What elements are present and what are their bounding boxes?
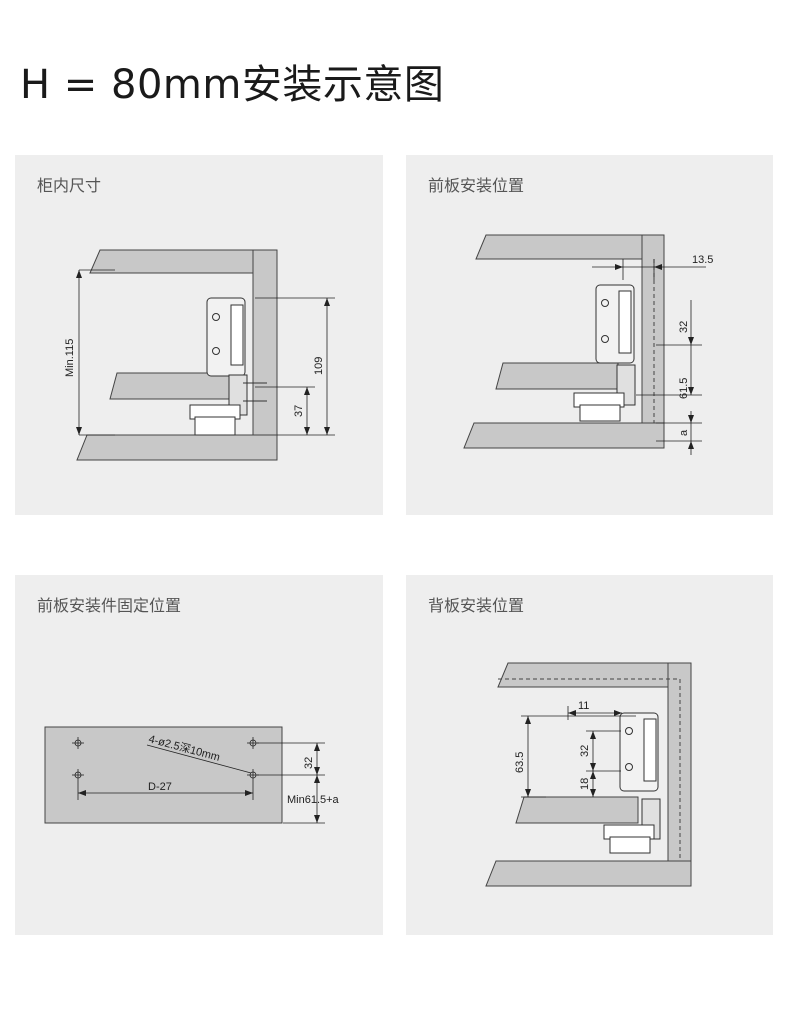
front-panel-board <box>44 726 283 824</box>
bottom-board <box>76 434 278 461</box>
panel-back-install-position: 背板安装位置 <box>406 575 773 935</box>
drawer-board <box>515 796 639 824</box>
panel-cabinet-inner-size: 柜内尺寸 <box>15 155 383 515</box>
dim-61-5: 61.5 <box>678 378 690 399</box>
panel-front-fixing-position: 前板安装件固定位置 4-ø2.5深10mm D-27 32 Min61.5+a <box>15 575 383 935</box>
dim-109: 109 <box>313 357 325 375</box>
top-board <box>475 234 665 260</box>
front-install-diagram: 13.5 32 61.5 a <box>463 234 713 455</box>
dim-37: 37 <box>293 405 305 417</box>
page-title: H = 80mm安装示意图 <box>20 62 445 108</box>
dim-d-27: D-27 <box>148 781 172 793</box>
dim-min-height: Min.115 <box>64 339 76 377</box>
panel-label: 前板安装位置 <box>428 176 525 195</box>
dim-11: 11 <box>578 700 589 712</box>
side-wall <box>252 249 278 461</box>
dim-63-5: 63.5 <box>514 752 526 773</box>
slide-hardware <box>573 284 636 422</box>
panel-label: 背板安装位置 <box>428 596 525 615</box>
top-board <box>89 249 278 274</box>
front-fixing-diagram: 4-ø2.5深10mm D-27 32 Min61.5+a <box>44 726 340 824</box>
top-board <box>497 662 692 688</box>
drawer-board <box>109 372 231 400</box>
bottom-board <box>485 860 692 887</box>
dim-a: a <box>678 429 690 436</box>
dim-13-5: 13.5 <box>692 254 713 266</box>
panel-front-install-position: 前板安装位置 <box>406 155 773 515</box>
dim-18: 18 <box>579 778 591 790</box>
dim-32: 32 <box>579 745 591 757</box>
cabinet-inner-size-diagram: Min.115 109 37 <box>64 249 335 461</box>
slide-hardware <box>189 297 267 436</box>
panel-label: 柜内尺寸 <box>37 176 102 195</box>
panel-label: 前板安装件固定位置 <box>37 596 182 615</box>
bottom-board <box>463 422 665 449</box>
slide-hardware <box>603 712 661 854</box>
drawer-board <box>495 362 619 390</box>
drill-holes <box>72 737 325 824</box>
dim-min: Min61.5+a <box>287 794 340 806</box>
dim-32: 32 <box>678 321 690 333</box>
back-install-diagram: 11 63.5 32 18 <box>485 662 692 887</box>
dim-32: 32 <box>303 757 315 769</box>
